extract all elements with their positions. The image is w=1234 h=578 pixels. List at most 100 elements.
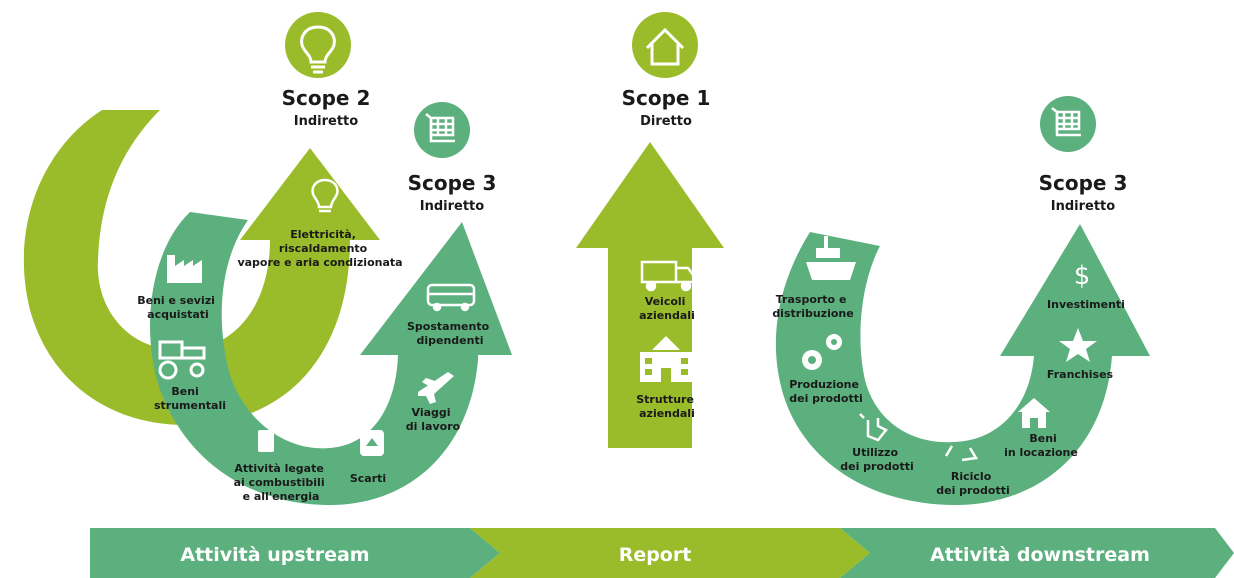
upstream-item-commuting: Spostamento dipendenti bbox=[407, 283, 493, 347]
downstream-item-recycling: Riciclo dei prodotti bbox=[936, 427, 1010, 497]
downstream-item-3-line1: Utilizzo bbox=[852, 446, 898, 459]
scope1-item-1-line1: Veicoli bbox=[645, 295, 686, 308]
svg-text:Riciclo dei prodotti: Riciclo dei prodotti bbox=[936, 470, 1010, 497]
scope2-badge bbox=[285, 12, 351, 78]
upstream-item-3-line2: ai combustibili bbox=[234, 476, 325, 489]
scope1-item-1-line2: aziendali bbox=[639, 309, 695, 322]
scope3-upstream-arrow bbox=[150, 212, 512, 505]
downstream-item-5-line2: in locazione bbox=[1004, 446, 1078, 459]
shopping-cart-icon bbox=[425, 113, 455, 143]
svg-text:Strutture aziendali: Strutture aziendali bbox=[636, 393, 698, 420]
svg-text:Spostamento dipendenti: Spostamento dipendenti bbox=[407, 320, 493, 347]
band-downstream-label: Attività downstream bbox=[930, 544, 1150, 566]
band-report bbox=[470, 528, 870, 578]
upstream-item-capital-goods: Beni strumentali bbox=[154, 340, 226, 412]
lightbulb-icon bbox=[300, 25, 336, 74]
truck-icon bbox=[640, 260, 696, 292]
scope1-header: Scope 1 Diretto bbox=[622, 12, 711, 129]
downstream-item-transport: Trasporto e distribuzione bbox=[772, 236, 856, 320]
dollar-icon: $ bbox=[1074, 261, 1091, 291]
svg-text:Attività legate ai combu: Attività legate ai combustibili e all'en… bbox=[234, 462, 329, 503]
scope2-title: Scope 2 bbox=[282, 86, 371, 110]
downstream-item-4-line2: dei prodotti bbox=[936, 484, 1010, 497]
downstream-item-6-line1: Franchises bbox=[1047, 368, 1114, 381]
scope3-downstream-title: Scope 3 bbox=[1039, 171, 1128, 195]
scope3-upstream-title: Scope 3 bbox=[408, 171, 497, 195]
downstream-item-production: Produzione dei prodotti bbox=[789, 334, 863, 405]
upstream-item-5-line2: di lavoro bbox=[406, 420, 461, 433]
scope3-downstream-header: Scope 3 Indiretto bbox=[1039, 96, 1128, 214]
hand-touch-icon bbox=[859, 413, 888, 442]
downstream-item-1-line1: Trasporto e bbox=[776, 293, 847, 306]
upstream-item-1-line1: Beni e sevizi bbox=[137, 294, 215, 307]
bus-icon bbox=[426, 283, 476, 312]
svg-text:Viaggi di lavoro: Viaggi di lavoro bbox=[406, 406, 461, 433]
upstream-item-2-line1: Beni bbox=[171, 385, 198, 398]
upstream-item-waste: Scarti bbox=[350, 430, 386, 485]
band-report-label: Report bbox=[619, 544, 692, 566]
upstream-item-6-line2: dipendenti bbox=[416, 334, 483, 347]
upstream-item-1-line2: acquistati bbox=[147, 308, 209, 321]
scope2-item-line3: vapore e aria condizionata bbox=[237, 256, 402, 269]
downstream-item-1-line2: distribuzione bbox=[772, 307, 853, 320]
scope1-title: Scope 1 bbox=[622, 86, 711, 110]
downstream-item-use: Utilizzo dei prodotti bbox=[840, 413, 914, 473]
fuel-can-icon bbox=[258, 424, 283, 452]
svg-text:Utilizzo dei prodotti: Utilizzo dei prodotti bbox=[840, 446, 914, 473]
tractor-icon bbox=[158, 340, 206, 380]
band-upstream bbox=[90, 528, 500, 578]
ship-icon bbox=[806, 236, 856, 280]
upstream-item-4-line1: Scarti bbox=[350, 472, 386, 485]
value-chain-band: Attività upstream Report Attività downst… bbox=[90, 528, 1234, 578]
upstream-item-2-line2: strumentali bbox=[154, 399, 226, 412]
upstream-item-3-line1: Attività legate bbox=[234, 462, 324, 475]
svg-text:Beni in locazione: Beni in locazione bbox=[1004, 432, 1078, 459]
scope1-subtitle: Diretto bbox=[640, 114, 692, 129]
downstream-item-4-line1: Riciclo bbox=[951, 470, 992, 483]
upstream-item-fuel-energy: Attività legate ai combustibili e all'en… bbox=[234, 424, 329, 503]
scope3-upstream-subtitle: Indiretto bbox=[420, 199, 485, 214]
scope3-downstream-arrow bbox=[775, 224, 1150, 505]
shopping-cart-icon bbox=[1051, 107, 1081, 137]
svg-text:Produzione dei prodotti: Produzione dei prodotti bbox=[789, 378, 863, 405]
downstream-item-2-line2: dei prodotti bbox=[789, 392, 863, 405]
downstream-item-investments: $ Investimenti bbox=[1047, 261, 1125, 311]
house-icon bbox=[645, 27, 685, 66]
downstream-item-7-line1: Investimenti bbox=[1047, 298, 1125, 311]
scope3-upstream-header: Scope 3 Indiretto bbox=[408, 102, 497, 214]
scope2-arrow bbox=[23, 110, 381, 426]
lightbulb-icon bbox=[311, 178, 339, 213]
factory-icon bbox=[167, 255, 202, 283]
downstream-item-5-line1: Beni bbox=[1029, 432, 1056, 445]
downstream-item-3-line2: dei prodotti bbox=[840, 460, 914, 473]
downstream-item-franchises: Franchises bbox=[1047, 328, 1114, 381]
svg-text:Trasporto e distribuzion: Trasporto e distribuzione bbox=[772, 293, 853, 320]
airplane-icon bbox=[418, 372, 454, 404]
scope1-item-buildings: Strutture aziendali bbox=[636, 336, 698, 420]
svg-text:Beni e sevizi acquistati: Beni e sevizi acquistati bbox=[137, 294, 219, 321]
upstream-item-5-line1: Viaggi bbox=[412, 406, 451, 419]
svg-text:Veicoli aziendali: Veicoli aziendali bbox=[639, 295, 695, 322]
upstream-item-business-travel: Viaggi di lavoro bbox=[406, 372, 461, 433]
svg-text:Elettricità, riscaldamen: Elettricità, riscaldamento vapore e aria… bbox=[237, 228, 402, 269]
downstream-item-2-line1: Produzione bbox=[789, 378, 859, 391]
recycle-bin-icon bbox=[360, 430, 384, 456]
upstream-item-3-line3: e all'energia bbox=[243, 490, 320, 503]
upstream-item-purchased-goods: Beni e sevizi acquistati bbox=[137, 255, 219, 321]
upstream-item-6-line1: Spostamento bbox=[407, 320, 490, 333]
downstream-item-leased-assets: Beni in locazione bbox=[1004, 398, 1078, 459]
scope2-subtitle: Indiretto bbox=[294, 114, 359, 129]
band-downstream bbox=[840, 528, 1234, 578]
band-upstream-label: Attività upstream bbox=[180, 544, 369, 566]
recycle-icon bbox=[944, 427, 979, 462]
svg-text:Beni strumentali: Beni strumentali bbox=[154, 385, 226, 412]
star-icon bbox=[1059, 328, 1097, 362]
scope1-item-vehicles: Veicoli aziendali bbox=[639, 260, 696, 322]
scope1-item-2-line2: aziendali bbox=[639, 407, 695, 420]
scope1-item-2-line1: Strutture bbox=[636, 393, 694, 406]
scope2-header: Scope 2 Indiretto bbox=[282, 12, 371, 129]
scope3-downstream-subtitle: Indiretto bbox=[1051, 199, 1116, 214]
scope1-badge bbox=[632, 12, 698, 78]
scope2-item-line1: Elettricità, bbox=[290, 228, 356, 241]
